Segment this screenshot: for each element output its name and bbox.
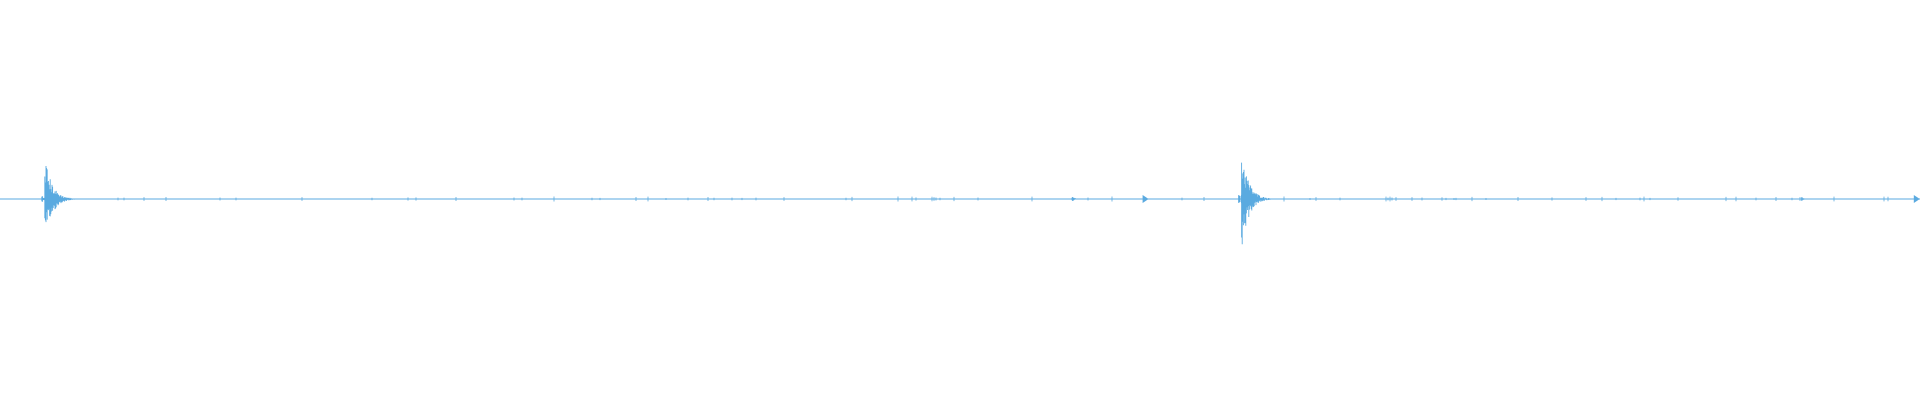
waveform-marker-2 — [1913, 195, 1920, 203]
waveform-markers — [1142, 195, 1920, 203]
waveform-peak-2 — [1238, 162, 1280, 245]
waveform-baseline — [0, 196, 1920, 202]
waveform-peaks — [41, 162, 1810, 245]
waveform-peak-3 — [1069, 197, 1086, 201]
waveform-peak-1 — [41, 166, 84, 223]
waveform-marker-1 — [1142, 195, 1149, 203]
baseline-noise — [0, 196, 1919, 202]
waveform-peak-4 — [1799, 197, 1810, 201]
